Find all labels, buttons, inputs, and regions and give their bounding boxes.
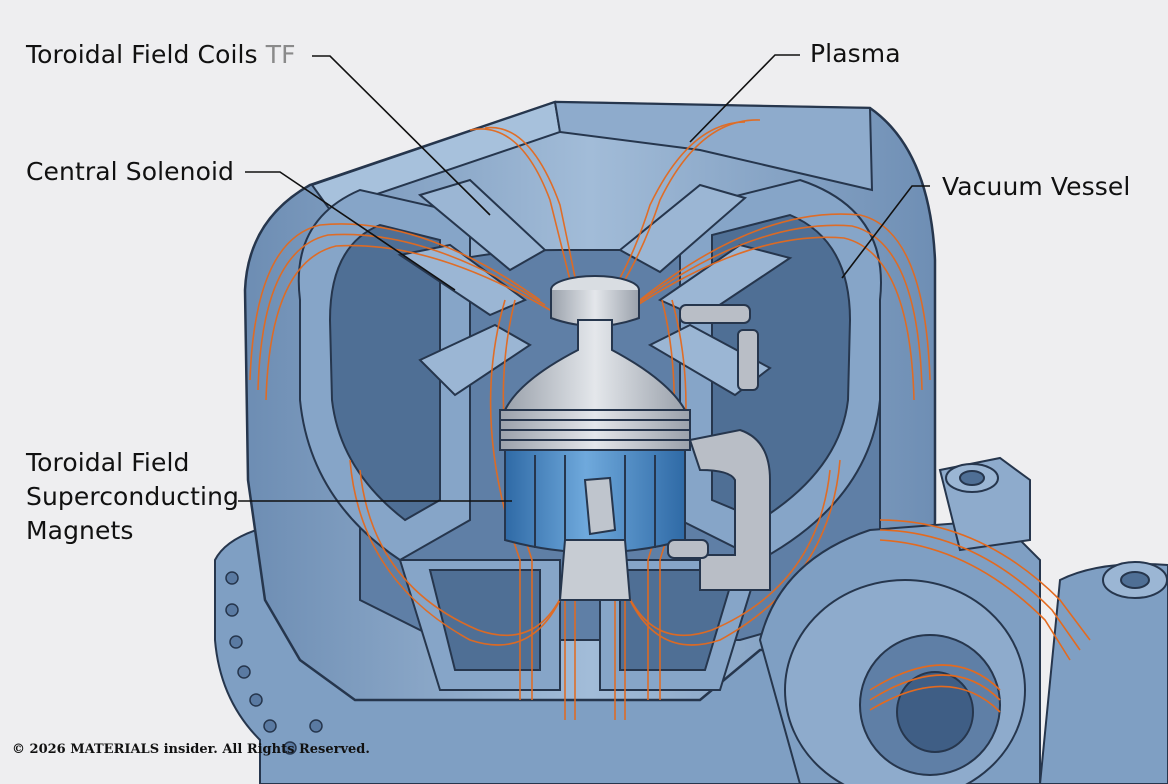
label-toroidal-field-coils: Toroidal Field Coils TF — [26, 38, 296, 72]
label-vacuum-vessel: Vacuum Vessel — [942, 170, 1130, 204]
label-tf-magnets-line2: Superconducting — [26, 480, 239, 514]
label-tf-magnets-line1: Toroidal Field — [26, 446, 239, 480]
copyright-notice: © 2026 MATERIALS insider. All Rights Res… — [12, 742, 370, 757]
label-tf-coils-suffix: TF — [266, 40, 296, 69]
label-tf-magnets-line3: Magnets — [26, 514, 239, 548]
label-central-solenoid: Central Solenoid — [26, 155, 234, 189]
label-tf-coils-text: Toroidal Field Coils — [26, 40, 258, 69]
label-plasma: Plasma — [810, 37, 901, 71]
label-tf-superconducting-magnets: Toroidal Field Superconducting Magnets — [26, 446, 239, 548]
